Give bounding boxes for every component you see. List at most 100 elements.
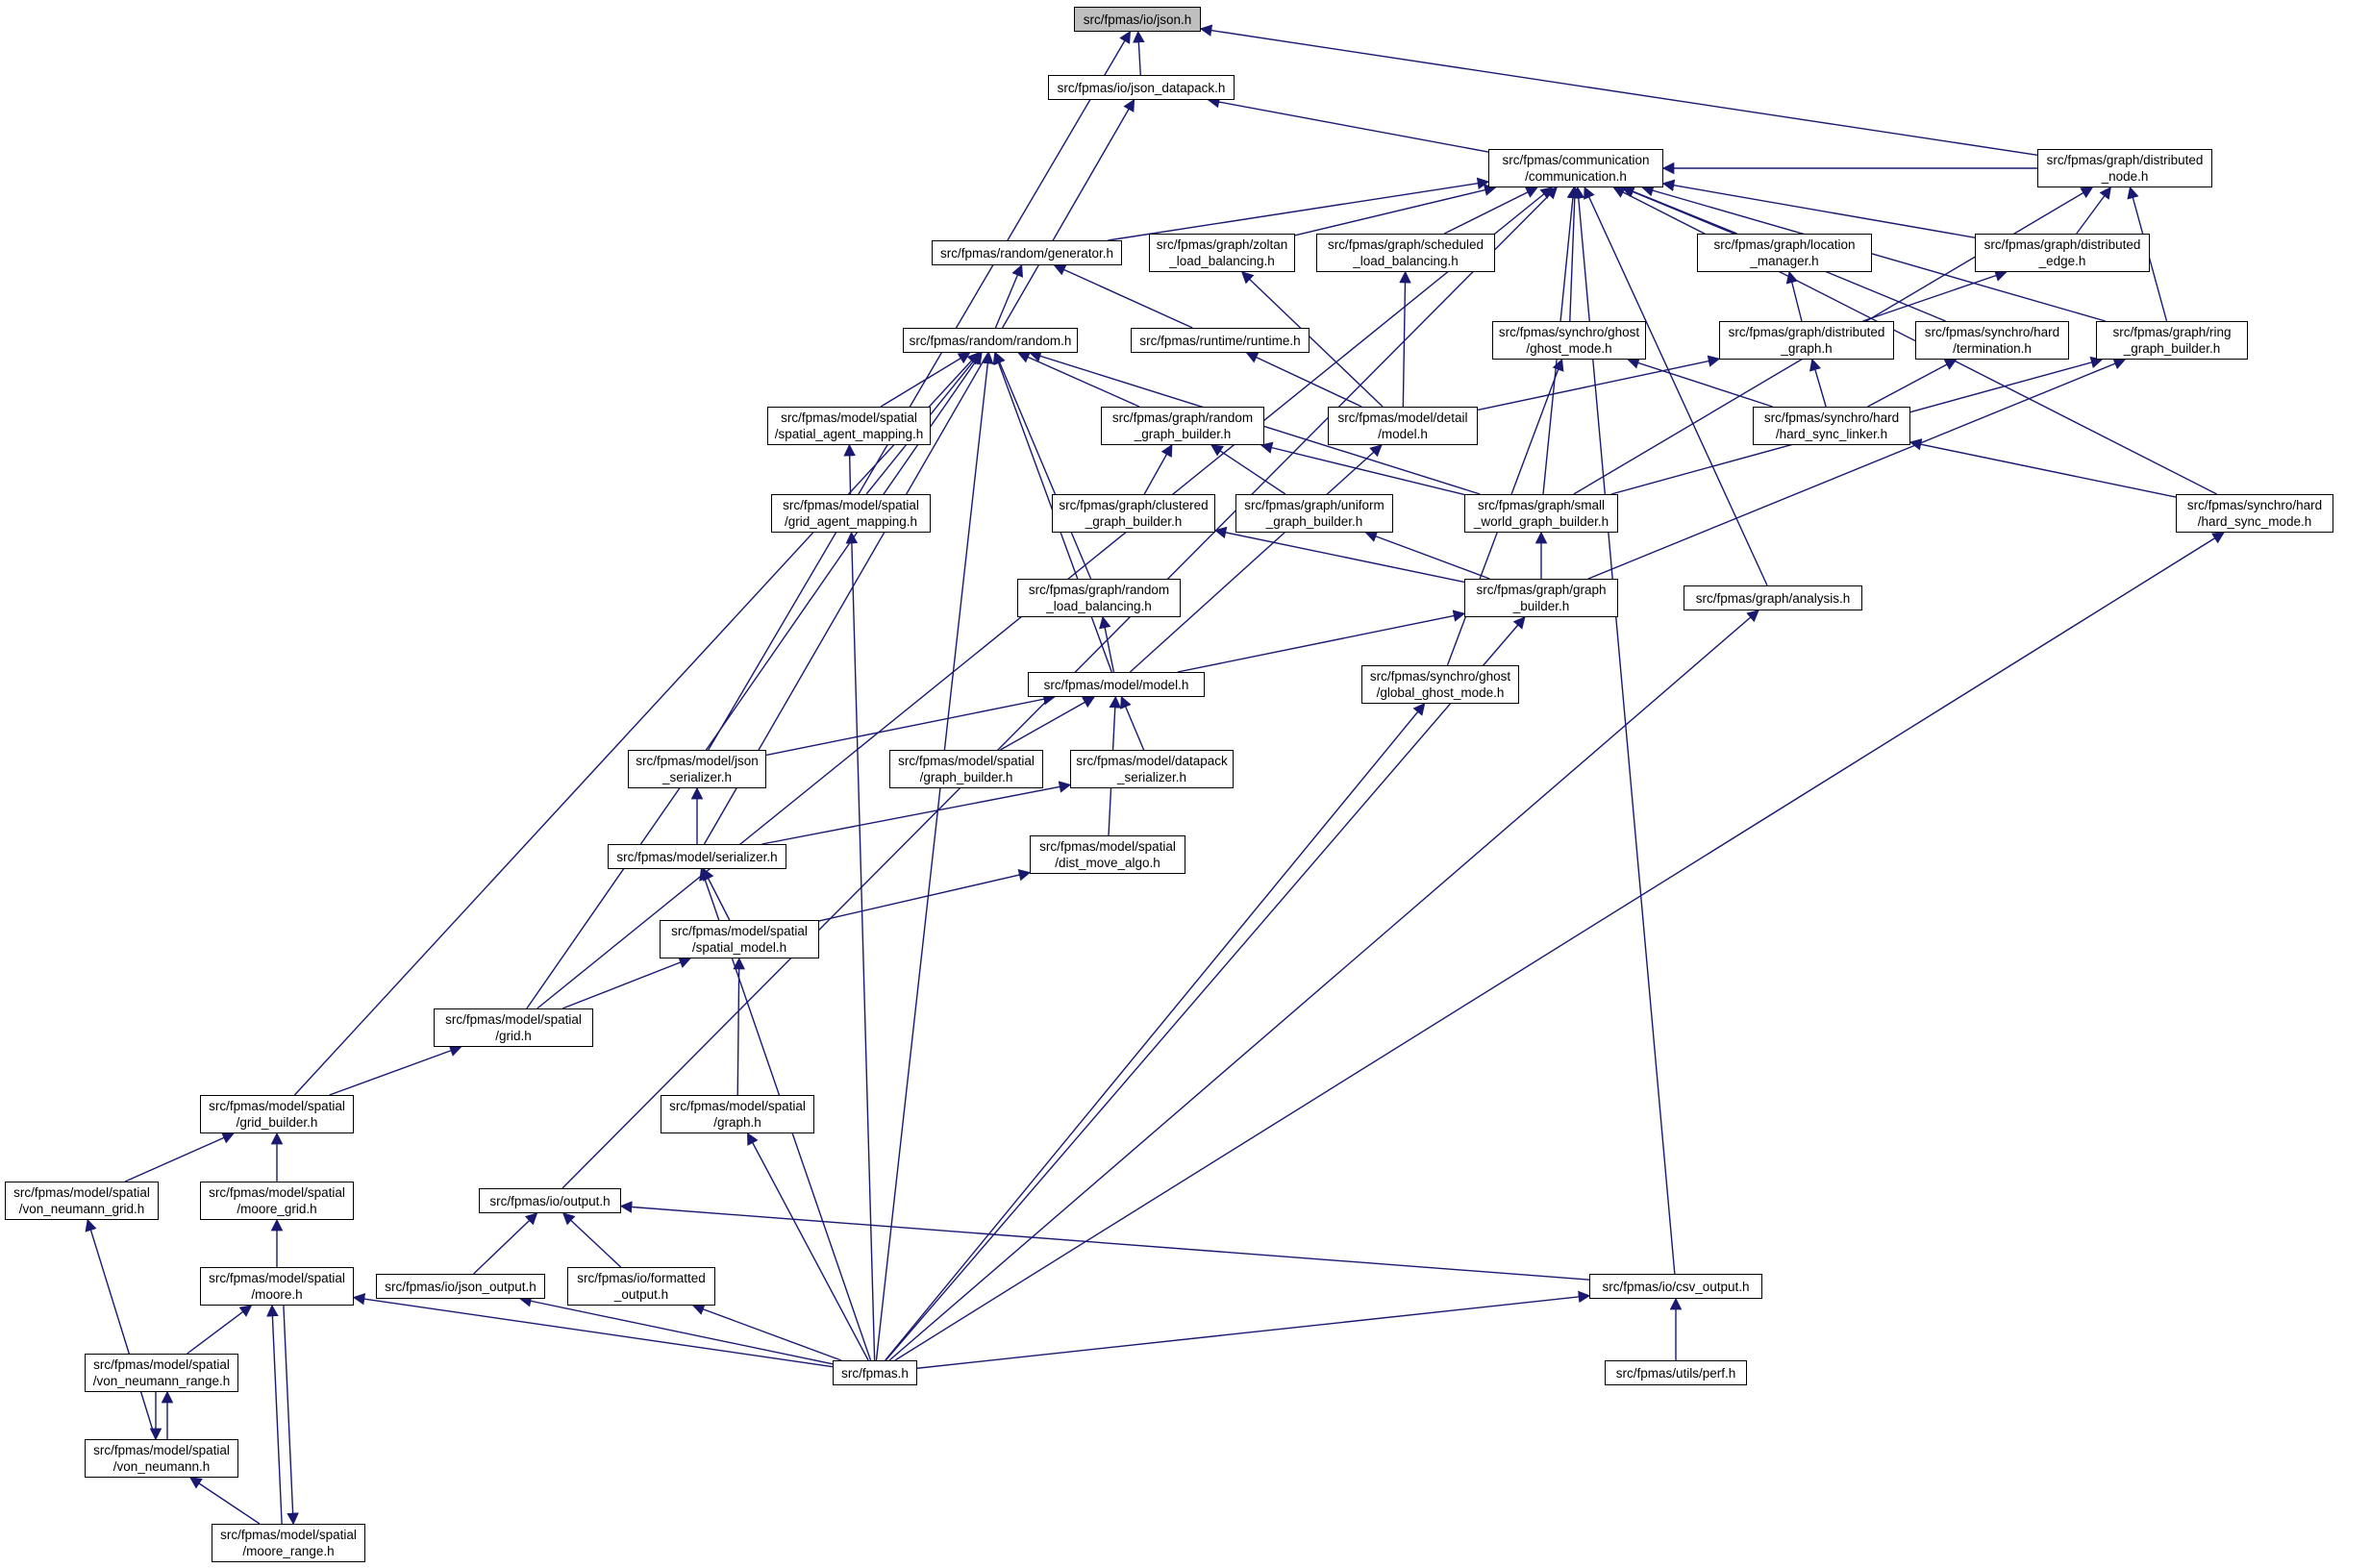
graph-node-graph-builder[interactable]: src/fpmas/graph/graph _builder.h (1464, 579, 1618, 617)
edge-fpmas-to-spatial-graph (747, 1132, 869, 1361)
graph-node-small-world-gb[interactable]: src/fpmas/graph/small _world_graph_build… (1464, 494, 1618, 533)
edge-grid-to-spatial-model (561, 957, 692, 1009)
edge-detail-model-to-distributed-graph (1477, 355, 1721, 411)
graph-node-hard-sync-linker[interactable]: src/fpmas/synchro/hard /hard_sync_linker… (1753, 407, 1910, 445)
edge-fpmas-to-analysis (888, 610, 1759, 1361)
graph-node-datapack-serializer[interactable]: src/fpmas/model/datapack _serializer.h (1070, 750, 1234, 788)
graph-node-analysis[interactable]: src/fpmas/graph/analysis.h (1684, 585, 1862, 610)
graph-node-ghost-mode[interactable]: src/fpmas/synchro/ghost /ghost_mode.h (1492, 321, 1646, 360)
graph-node-clustered-gb[interactable]: src/fpmas/graph/clustered _graph_builder… (1052, 494, 1215, 533)
edge-distributed-edge-to-communication (1661, 179, 1976, 238)
edge-generator-to-communication (1108, 177, 1490, 241)
edge-graph-builder-to-ring-gb (1587, 358, 2127, 580)
graph-node-output[interactable]: src/fpmas/io/output.h (479, 1188, 621, 1213)
graph-node-json-serializer[interactable]: src/fpmas/model/json _serializer.h (628, 750, 766, 788)
edge-zoltan-lb-to-communication (1294, 184, 1497, 236)
edge-serializer-to-datapack-serializer (761, 781, 1072, 845)
edge-hard-sync-linker-to-distributed-graph (1809, 358, 1827, 408)
graph-node-von-neumann[interactable]: src/fpmas/model/spatial /von_neumann.h (85, 1439, 238, 1478)
graph-node-generator[interactable]: src/fpmas/random/generator.h (932, 240, 1122, 265)
graph-node-json-output[interactable]: src/fpmas/io/json_output.h (376, 1274, 545, 1299)
graph-node-moore-grid[interactable]: src/fpmas/model/spatial /moore_grid.h (200, 1182, 354, 1220)
edge-spatial-graph-to-spatial-model (733, 957, 745, 1096)
graph-node-termination[interactable]: src/fpmas/synchro/hard /termination.h (1915, 321, 2069, 360)
edge-distributed-graph-to-location-manager (1785, 270, 1803, 322)
edge-json-serializer-to-json (708, 30, 1132, 751)
graph-node-location-manager[interactable]: src/fpmas/graph/location _manager.h (1697, 234, 1872, 272)
edge-grid-agent-mapping-to-spatial-agent-mapping (843, 443, 856, 495)
graph-node-distributed-edge[interactable]: src/fpmas/graph/distributed _edge.h (1975, 234, 2150, 272)
graph-node-hard-sync-mode[interactable]: src/fpmas/synchro/hard /hard_sync_mode.h (2176, 494, 2333, 533)
edge-json-datapack-to-json (1133, 30, 1145, 76)
edge-graph-builder-to-uniform-gb (1364, 531, 1490, 580)
edge-runtime-to-generator (1053, 263, 1193, 329)
edge-von-neumann-to-von-neumann-grid (85, 1218, 157, 1440)
graph-node-spatial-agent-mapping[interactable]: src/fpmas/model/spatial /spatial_agent_m… (767, 407, 931, 445)
graph-node-spatial-model[interactable]: src/fpmas/model/spatial /spatial_model.h (660, 920, 819, 958)
graph-node-distributed-node[interactable]: src/fpmas/graph/distributed _node.h (2037, 149, 2212, 187)
edge-fpmas-to-moore (352, 1292, 834, 1368)
edge-uniform-gb-to-random-gb (1210, 444, 1286, 495)
edge-random-gb-to-random (1017, 351, 1140, 408)
edge-detail-model-to-zoltan-lb (1240, 271, 1384, 408)
edge-communication-to-json-datapack (1207, 95, 1489, 153)
graph-node-random-lb[interactable]: src/fpmas/graph/random _load_balancing.h (1017, 579, 1181, 617)
edge-hard-sync-mode-to-hard-sync-linker (1908, 438, 2177, 498)
edge-spatial-graph-builder-to-model (1000, 696, 1096, 751)
edge-von-neumann-grid-to-grid-builder (124, 1132, 236, 1182)
edge-clustered-gb-to-random-gb (1143, 443, 1173, 495)
edge-hard-sync-linker-to-ghost-mode (1627, 357, 1773, 408)
edge-grid-builder-to-grid (329, 1044, 462, 1096)
graph-node-grid-builder[interactable]: src/fpmas/model/spatial /grid_builder.h (200, 1095, 354, 1133)
edge-fpmas-to-global-ghost-mode (885, 703, 1426, 1361)
graph-node-scheduled-lb[interactable]: src/fpmas/graph/scheduled _load_balancin… (1316, 234, 1495, 272)
edge-fpmas-to-hard-sync-mode (894, 532, 2225, 1361)
edge-json-serializer-to-model (765, 693, 1056, 757)
graph-node-ring-gb[interactable]: src/fpmas/graph/ring _graph_builder.h (2096, 321, 2248, 360)
edge-random-lb-to-random (994, 351, 1092, 580)
graph-node-json-datapack[interactable]: src/fpmas/io/json_datapack.h (1048, 75, 1235, 100)
graph-node-random-gb[interactable]: src/fpmas/graph/random _graph_builder.h (1101, 407, 1264, 445)
graph-node-runtime[interactable]: src/fpmas/runtime/runtime.h (1131, 328, 1310, 353)
edge-spatial-agent-mapping-to-random (880, 352, 971, 408)
graph-node-random[interactable]: src/fpmas/random/random.h (903, 328, 1078, 353)
edge-model-to-detail-model (1129, 444, 1383, 673)
graph-node-formatted-output[interactable]: src/fpmas/io/formatted _output.h (567, 1267, 715, 1306)
edge-fpmas-to-formatted-output (691, 1304, 842, 1361)
graph-node-spatial-graph-builder[interactable]: src/fpmas/model/spatial /graph_builder.h (889, 750, 1043, 788)
edge-hard-sync-linker-to-termination (1867, 359, 1958, 408)
edge-detail-model-to-runtime (1245, 352, 1362, 408)
graph-node-dist-move-algo[interactable]: src/fpmas/model/spatial /dist_move_algo.… (1030, 835, 1185, 874)
graph-node-csv-output[interactable]: src/fpmas/io/csv_output.h (1589, 1274, 1762, 1299)
graph-node-zoltan-lb[interactable]: src/fpmas/graph/zoltan _load_balancing.h (1149, 234, 1295, 272)
graph-node-distributed-graph[interactable]: src/fpmas/graph/distributed _graph.h (1719, 321, 1894, 360)
edge-datapack-serializer-to-model (1120, 695, 1145, 751)
graph-node-moore[interactable]: src/fpmas/model/spatial /moore.h (200, 1267, 354, 1306)
edge-grid-to-random (526, 351, 983, 1009)
edge-fpmas-to-graph-builder (885, 616, 1526, 1361)
graph-node-von-neumann-grid[interactable]: src/fpmas/model/spatial /von_neumann_gri… (5, 1182, 159, 1220)
graph-node-json[interactable]: src/fpmas/io/json.h (1074, 7, 1201, 32)
edge-moore-to-moore-range (283, 1305, 299, 1526)
edge-ring-gb-to-communication (1641, 185, 2106, 322)
edge-fpmas-to-random (875, 351, 994, 1361)
graph-node-serializer[interactable]: src/fpmas/model/serializer.h (608, 844, 786, 869)
graph-node-perf[interactable]: src/fpmas/utils/perf.h (1605, 1360, 1747, 1385)
graph-node-model[interactable]: src/fpmas/model/model.h (1028, 672, 1205, 697)
edge-random-to-generator (994, 263, 1024, 329)
graph-node-grid-agent-mapping[interactable]: src/fpmas/model/spatial /grid_agent_mapp… (771, 494, 931, 533)
graph-node-grid[interactable]: src/fpmas/model/spatial /grid.h (434, 1008, 593, 1047)
graph-node-detail-model[interactable]: src/fpmas/model/detail /model.h (1328, 407, 1478, 445)
graph-node-communication[interactable]: src/fpmas/communication /communication.h (1488, 149, 1663, 187)
graph-node-moore-range[interactable]: src/fpmas/model/spatial /moore_range.h (212, 1524, 365, 1562)
edge-formatted-output-to-output (561, 1212, 622, 1268)
graph-node-von-neumann-range[interactable]: src/fpmas/model/spatial /von_neumann_ran… (85, 1354, 238, 1392)
edge-moore-range-to-von-neumann (188, 1477, 261, 1525)
graph-node-uniform-gb[interactable]: src/fpmas/graph/uniform _graph_builder.h (1235, 494, 1393, 533)
graph-node-global-ghost-mode[interactable]: src/fpmas/synchro/ghost /global_ghost_mo… (1361, 665, 1519, 704)
edge-json-output-to-output (473, 1212, 538, 1275)
graph-node-fpmas[interactable]: src/fpmas.h (833, 1360, 917, 1385)
graph-node-spatial-graph[interactable]: src/fpmas/model/spatial /graph.h (661, 1095, 814, 1133)
edge-spatial-model-to-dist-move-algo (818, 869, 1032, 922)
edge-grid-builder-to-random (293, 352, 980, 1096)
